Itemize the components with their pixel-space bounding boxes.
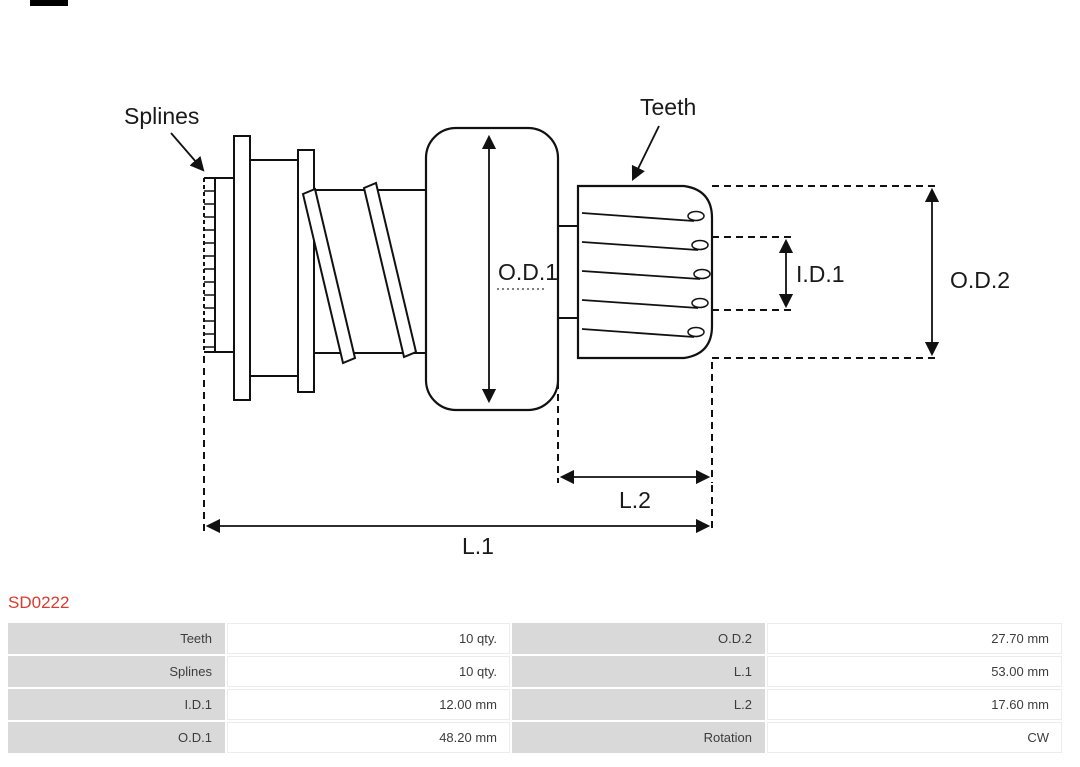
flange-discs (233, 135, 315, 401)
spec-label-l2: L.2 (512, 689, 765, 720)
od2-label: O.D.2 (950, 267, 1010, 293)
teeth-label: Teeth (640, 94, 696, 120)
spring (301, 181, 418, 365)
l2-label: L.2 (619, 487, 651, 513)
part-diagram: O.D.1 O.D.2 (124, 94, 1010, 559)
splines-label: Splines (124, 103, 199, 129)
starter-drive-drawing: O.D.1 O.D.2 (124, 94, 1010, 559)
dim-id1: I.D.1 (712, 236, 845, 311)
callout-teeth: Teeth (631, 94, 696, 181)
spec-value-rotation: CW (767, 722, 1062, 753)
spec-value-l2: 17.60 mm (767, 689, 1062, 720)
od1-label: O.D.1 (498, 259, 558, 285)
l1-label: L.1 (462, 533, 494, 559)
part-number: SD0222 (8, 593, 70, 612)
spec-value-od1: 48.20 mm (227, 722, 510, 753)
logo-mark (30, 0, 68, 6)
id1-label: I.D.1 (796, 261, 845, 287)
dim-od2: O.D.2 (712, 185, 1010, 359)
neck-shaft (557, 225, 579, 319)
pinion-gear (576, 184, 714, 360)
spec-label-od1: O.D.1 (8, 722, 225, 753)
spec-label-l1: L.1 (512, 656, 765, 687)
spec-label-id1: I.D.1 (8, 689, 225, 720)
dim-l1: L.1 (203, 356, 713, 559)
spec-label-od2: O.D.2 (512, 623, 765, 654)
clutch-body: O.D.1 (424, 126, 560, 412)
spline-shaft (203, 177, 235, 353)
dim-l2: L.2 (557, 322, 713, 513)
spec-value-teeth: 10 qty. (227, 623, 510, 654)
spec-label-splines: Splines (8, 656, 225, 687)
spec-value-id1: 12.00 mm (227, 689, 510, 720)
spec-value-l1: 53.00 mm (767, 656, 1062, 687)
spec-label-rotation: Rotation (512, 722, 765, 753)
spec-value-od2: 27.70 mm (767, 623, 1062, 654)
callout-splines: Splines (124, 103, 205, 172)
spec-value-splines: 10 qty. (227, 656, 510, 687)
spec-label-teeth: Teeth (8, 623, 225, 654)
spec-table: Teeth 10 qty. O.D.2 27.70 mm Splines 10 … (8, 623, 1062, 753)
